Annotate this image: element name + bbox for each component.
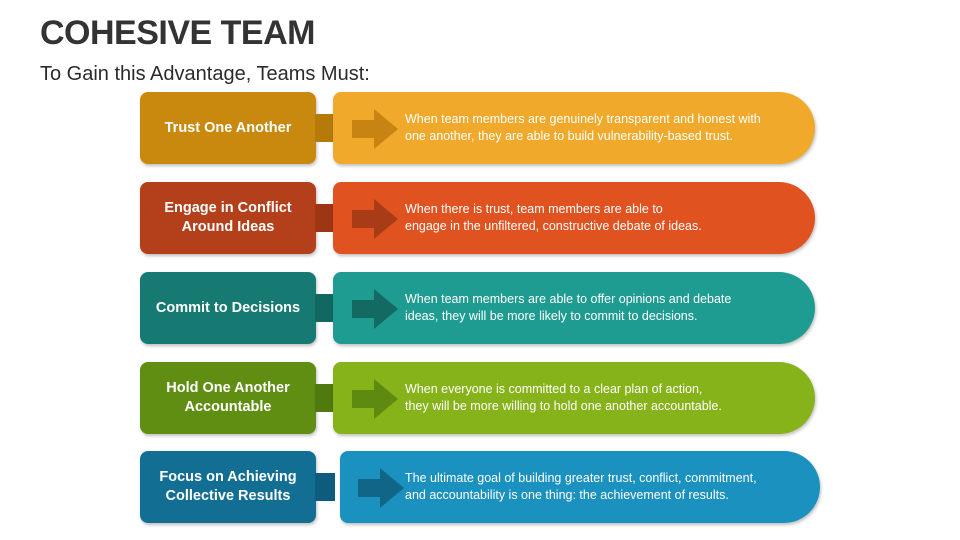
description-box bbox=[340, 451, 820, 523]
row-conflict: Engage in Conflict Around Ideas When the… bbox=[0, 182, 960, 256]
label-box: Engage in Conflict Around Ideas bbox=[140, 182, 316, 254]
description-line-1: When team members are able to offer opin… bbox=[405, 292, 732, 306]
arrow-right-icon bbox=[352, 379, 398, 419]
label-box: Hold One Another Accountable bbox=[140, 362, 316, 434]
slide-subtitle: To Gain this Advantage, Teams Must: bbox=[40, 63, 370, 85]
row-results: Focus on Achieving Collective Results Th… bbox=[0, 451, 960, 525]
description-line-1: The ultimate goal of building greater tr… bbox=[405, 471, 757, 485]
connector bbox=[315, 204, 335, 232]
description-text: The ultimate goal of building greater tr… bbox=[405, 451, 757, 523]
description-box bbox=[333, 92, 815, 164]
description-line-2: ideas, they will be more likely to commi… bbox=[405, 309, 698, 323]
description-line-1: When everyone is committed to a clear pl… bbox=[405, 382, 703, 396]
label-box: Commit to Decisions bbox=[140, 272, 316, 344]
row-accountable: Hold One Another Accountable When everyo… bbox=[0, 362, 960, 436]
connector bbox=[315, 473, 335, 501]
description-box bbox=[333, 182, 815, 254]
description-text: When everyone is committed to a clear pl… bbox=[405, 362, 722, 434]
label-box: Trust One Another bbox=[140, 92, 316, 164]
description-box bbox=[333, 362, 815, 434]
description-box bbox=[333, 272, 815, 344]
arrow-right-icon bbox=[352, 289, 398, 329]
description-line-1: When team members are genuinely transpar… bbox=[405, 112, 761, 126]
arrow-right-icon bbox=[352, 109, 398, 149]
row-commit: Commit to Decisions When team members ar… bbox=[0, 272, 960, 346]
description-line-2: engage in the unfiltered, constructive d… bbox=[405, 219, 702, 233]
description-text: When team members are able to offer opin… bbox=[405, 272, 731, 344]
row-trust: Trust One Another When team members are … bbox=[0, 92, 960, 166]
arrow-right-icon bbox=[352, 199, 398, 239]
description-line-1: When there is trust, team members are ab… bbox=[405, 202, 663, 216]
connector bbox=[315, 294, 335, 322]
arrow-right-icon bbox=[358, 468, 404, 508]
slide-title: COHESIVE TEAM bbox=[40, 14, 315, 52]
description-line-2: one another, they are able to build vuln… bbox=[405, 129, 733, 143]
description-line-2: they will be more willing to hold one an… bbox=[405, 399, 722, 413]
connector bbox=[315, 384, 335, 412]
description-text: When there is trust, team members are ab… bbox=[405, 182, 702, 254]
description-text: When team members are genuinely transpar… bbox=[405, 92, 761, 164]
description-line-2: and accountability is one thing: the ach… bbox=[405, 488, 729, 502]
label-box: Focus on Achieving Collective Results bbox=[140, 451, 316, 523]
connector bbox=[315, 114, 335, 142]
